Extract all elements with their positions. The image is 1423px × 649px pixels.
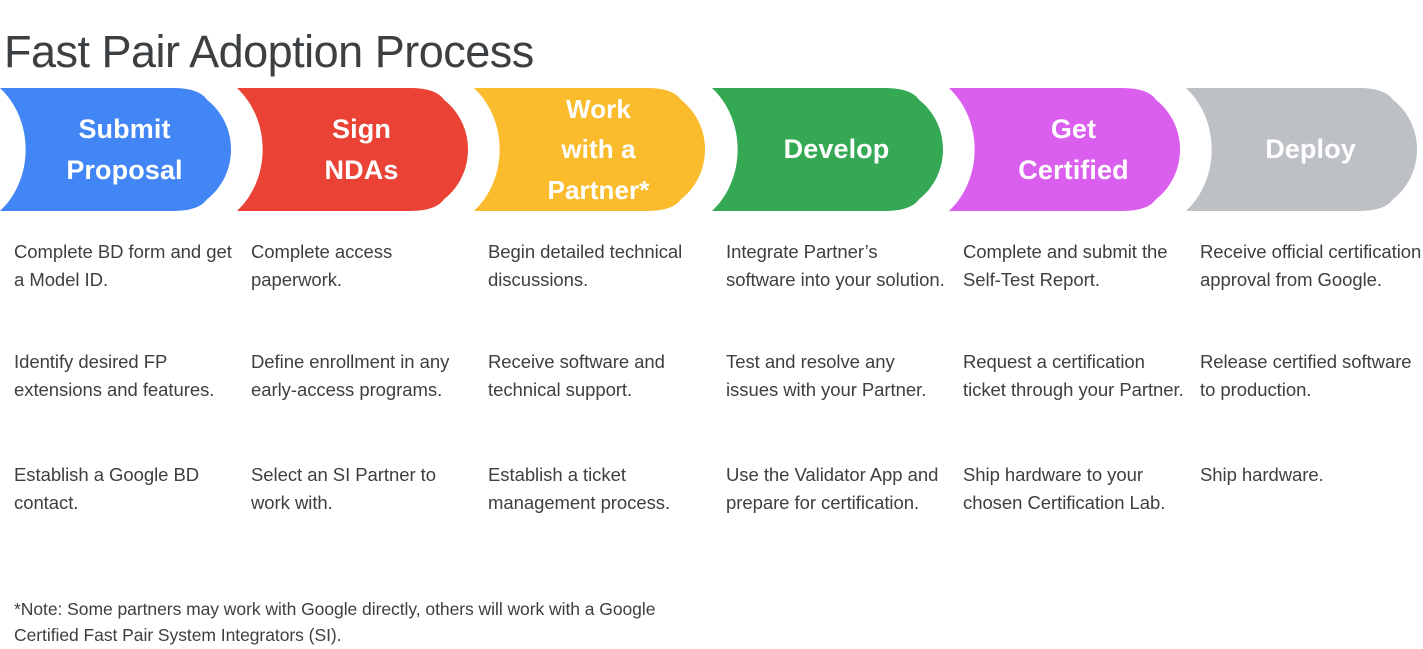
detail-item: Complete access paperwork. xyxy=(251,241,393,291)
detail-item: Ship hardware. xyxy=(1200,464,1324,485)
stage-sign-ndas[interactable]: Sign NDAs xyxy=(237,88,472,211)
detail-item: Use the Validator App and prepare for ce… xyxy=(726,464,939,514)
stage-chevron-shape xyxy=(474,88,705,211)
stage-label-get-certified: Get Certified xyxy=(1018,114,1129,185)
stage-banner: Submit Proposal Sign NDAs Work with a Part… xyxy=(0,88,1423,211)
stage-chevron-shape xyxy=(1186,88,1417,211)
stage-submit-proposal[interactable]: Submit Proposal xyxy=(0,88,235,211)
detail-item: Integrate Partner’s software into your s… xyxy=(726,241,945,291)
detail-item: Test and resolve any issues with your Pa… xyxy=(726,351,927,401)
stage-develop[interactable]: Develop xyxy=(712,88,947,211)
detail-item: Begin detailed technical discussions. xyxy=(488,241,683,291)
detail-item: Establish a Google BD contact. xyxy=(14,464,200,514)
detail-item: Complete and submit the Self-Test Report… xyxy=(963,241,1168,291)
stage-label-sign-ndas: Sign NDAs xyxy=(324,114,399,185)
stage-deploy[interactable]: Deploy xyxy=(1186,88,1421,211)
page-title: Fast Pair Adoption Process xyxy=(4,26,534,78)
stage-work-partner[interactable]: Work with a Partner* xyxy=(474,88,709,211)
detail-item: Ship hardware to your chosen Certificati… xyxy=(963,464,1166,514)
detail-item: Complete BD form and get a Model ID. xyxy=(14,241,232,291)
footnote-text: *Note: Some partners may work with Googl… xyxy=(14,598,656,646)
stage-chevron-shape xyxy=(949,88,1180,211)
stage-label-develop: Develop xyxy=(783,134,890,165)
stage-chevron-shape xyxy=(237,88,468,211)
detail-item: Receive official certification approval … xyxy=(1200,241,1422,291)
detail-item: Receive software and technical support. xyxy=(488,351,665,401)
stage-chevron-shape xyxy=(0,88,231,211)
stage-label-deploy: Deploy xyxy=(1265,134,1356,165)
stage-chevron-shape xyxy=(712,88,943,211)
detail-item: Request a certification ticket through y… xyxy=(963,351,1184,401)
detail-item: Select an SI Partner to work with. xyxy=(251,464,436,514)
detail-item: Establish a ticket management process. xyxy=(488,464,671,514)
detail-item: Release certified software to production… xyxy=(1200,351,1412,401)
stage-label-submit-proposal: Submit Proposal xyxy=(66,114,183,185)
stage-label-work-partner: Work with a Partner* xyxy=(547,94,650,205)
detail-item: Identify desired FP extensions and featu… xyxy=(14,351,215,401)
detail-item: Define enrollment in any early-access pr… xyxy=(251,351,450,401)
stage-get-certified[interactable]: Get Certified xyxy=(949,88,1184,211)
